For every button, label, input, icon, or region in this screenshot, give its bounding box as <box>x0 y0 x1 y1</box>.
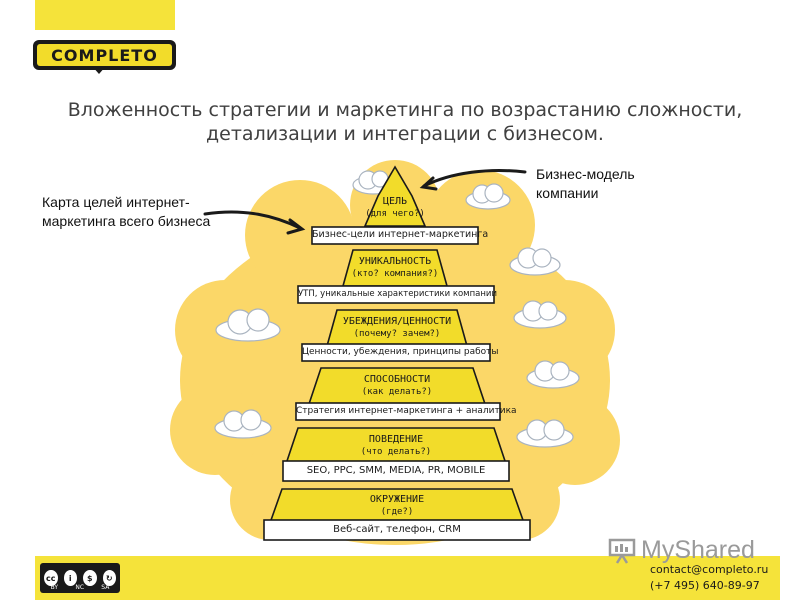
logo-text: COMPLETO <box>37 44 172 66</box>
band-title-text: ОКРУЖЕНИЕ <box>369 494 425 505</box>
plate-label-environment: Веб-сайт, телефон, CRM <box>333 524 461 535</box>
arrow-left <box>203 210 302 230</box>
cloud-7 <box>214 409 272 439</box>
arrow-right <box>422 169 527 188</box>
license-tag: BY <box>50 584 59 591</box>
cloud-5 <box>513 300 567 329</box>
completo-logo: COMPLETO <box>33 40 176 70</box>
plate-label-uniqueness: УТП, уникальные характеристики компании <box>298 289 497 299</box>
plate-label-values: Ценности, убеждения, принципы работы <box>302 347 499 357</box>
contact-block: contact@completo.ru (+7 495) 640-89-97 <box>650 562 780 594</box>
plate-uniqueness <box>297 285 495 304</box>
license-tag: SA <box>101 584 110 591</box>
band-title-text: ПОВЕДЕНИЕ <box>368 434 424 445</box>
plate-environment <box>263 519 531 541</box>
arrow-left-head <box>286 218 306 235</box>
plate-behavior <box>282 460 510 482</box>
contact-email: contact@completo.ru <box>650 563 769 576</box>
footer-bar <box>35 556 780 600</box>
band-title-text: УБЕЖДЕНИЯ/ЦЕННОСТИ <box>342 316 452 327</box>
top-yellow-bar <box>35 0 175 30</box>
slide-title: Вложенность стратегии и маркетинга по во… <box>67 99 743 145</box>
license-tags: BY NC SA <box>42 584 118 591</box>
cc-icon: cc <box>42 568 60 588</box>
band-title-text: ЦЕЛЬ <box>382 196 408 207</box>
band-title-environment: ОКРУЖЕНИЕ (где?) <box>300 494 494 518</box>
annotation-arrows <box>203 169 527 235</box>
cloud-4 <box>215 308 281 342</box>
plate-label-abilities: Стратегия интернет-маркетинга + аналитик… <box>296 406 517 416</box>
band-title-uniqueness: УНИКАЛЬНОСТЬ (кто? компания?) <box>345 256 445 280</box>
band-question-text: (почему? зачем?) <box>353 329 441 339</box>
presentation-icon <box>608 538 636 564</box>
arrow-right-head <box>419 176 438 191</box>
pyramid-layers <box>263 165 531 541</box>
band-question-text: (для чего?) <box>365 209 425 219</box>
band-title-goal: ЦЕЛЬ (для чего?) <box>355 196 435 220</box>
watermark-text: MyShared <box>641 536 755 564</box>
band-title-abilities: СПОСОБНОСТИ (как делать?) <box>322 374 472 398</box>
band-question-text: (кто? компания?) <box>351 269 439 279</box>
plate-values <box>301 343 491 362</box>
band-title-text: СПОСОБНОСТИ <box>363 374 431 385</box>
nc-icon: $ <box>81 568 99 588</box>
band-question-text: (где?) <box>380 507 414 517</box>
plate-goal <box>311 226 479 245</box>
license-tag: NC <box>75 584 85 591</box>
myshared-watermark: MyShared <box>608 536 755 565</box>
band-title-values: УБЕЖДЕНИЯ/ЦЕННОСТИ (почему? зачем?) <box>330 316 464 340</box>
by-icon: i <box>61 568 79 588</box>
band-question-text: (как делать?) <box>361 387 433 397</box>
sa-icon: ↻ <box>100 568 118 588</box>
plate-abilities <box>295 402 501 421</box>
cloud-8 <box>516 419 574 448</box>
logo-tail <box>92 66 106 74</box>
band-question-text: (что делать?) <box>360 447 432 457</box>
cloud-6 <box>526 360 580 389</box>
band-title-behavior: ПОВЕДЕНИЕ (что делать?) <box>310 434 482 458</box>
annotation-left: Карта целей интернет-маркетинга всего би… <box>42 194 211 229</box>
plate-label-behavior: SEO, PPC, SMM, MEDIA, PR, MOBILE <box>306 465 486 476</box>
band-title-text: УНИКАЛЬНОСТЬ <box>358 256 432 267</box>
creative-commons-badge: cc i $ ↻ <box>40 563 120 593</box>
contact-phone: (+7 495) 640-89-97 <box>650 579 760 592</box>
band-goal <box>363 165 427 227</box>
cloud-2 <box>465 183 511 210</box>
plate-label-goal: Бизнес-цели интернет-маркетинга <box>312 229 489 240</box>
cloud-3 <box>509 247 561 276</box>
annotation-right: Бизнес-модель компании <box>536 166 635 201</box>
